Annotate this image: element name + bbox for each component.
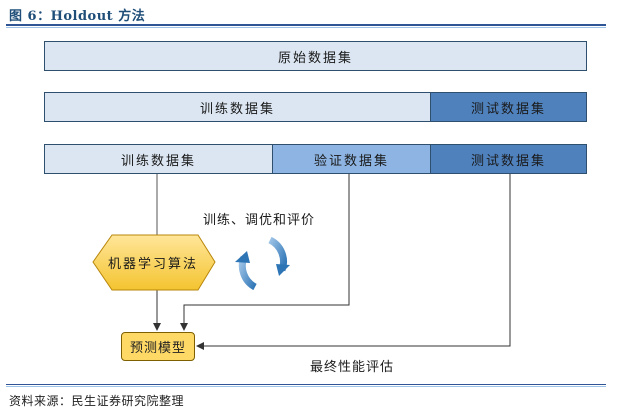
final-evaluation-label: 最终性能评估	[310, 360, 395, 375]
title-divider	[6, 24, 606, 26]
validation-dataset-box: 验证数据集	[272, 144, 431, 174]
cycle-label: 训练、调优和评价	[203, 213, 316, 228]
algorithm-label: 机器学习算法	[107, 256, 198, 272]
footer-divider-thin	[6, 386, 606, 387]
train-dataset-box-row2: 训练数据集	[44, 92, 431, 122]
algorithm-hexagon	[92, 234, 216, 291]
test-dataset-box-row2: 测试数据集	[430, 92, 587, 122]
refresh-cycle-icon	[235, 236, 290, 291]
model-box: 预测模型	[121, 332, 195, 361]
validation-to-model-arrow	[180, 174, 350, 331]
train-dataset-box-row3: 训练数据集	[44, 144, 273, 174]
test-to-model-arrow	[196, 174, 511, 350]
figure-title: 图 6：Holdout 方法	[9, 9, 146, 24]
source-note: 资料来源：民生证券研究院整理	[9, 394, 185, 408]
original-dataset-box: 原始数据集	[44, 41, 587, 71]
footer-divider	[6, 384, 606, 385]
title-divider-thin	[6, 27, 606, 28]
test-dataset-box-row3: 测试数据集	[430, 144, 587, 174]
